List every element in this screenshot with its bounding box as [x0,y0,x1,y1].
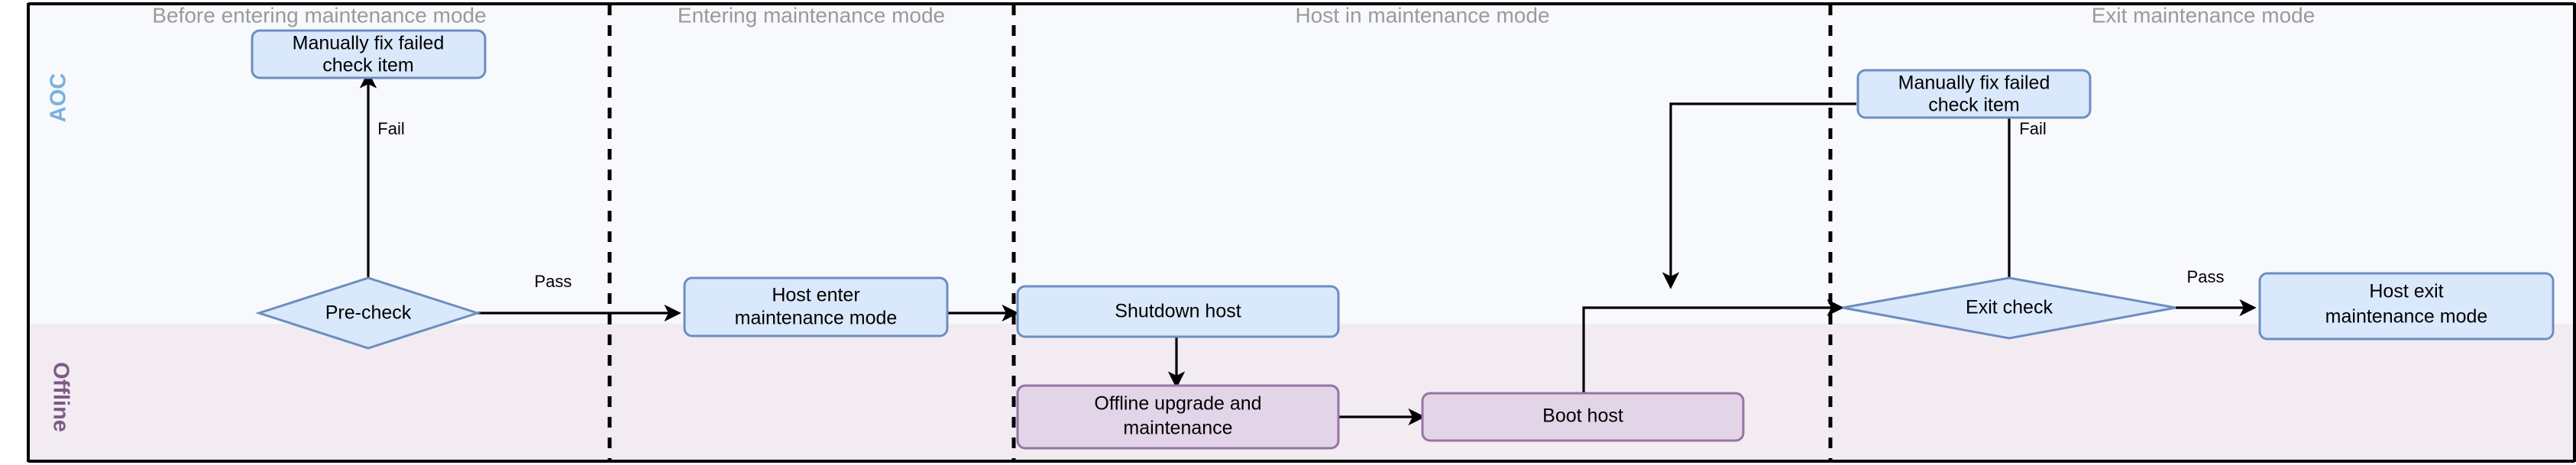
node-fix-precheck-label-line2: check item [322,55,413,76]
node-host-exit-label-line2: maintenance mode [2325,306,2488,328]
lane-title-aoc: AOC [47,73,71,123]
node-host-enter-shape[interactable] [683,276,949,337]
edge-label-precheck-pass: Pass [535,272,572,291]
node-fix-exitcheck-shape[interactable] [1856,69,2092,119]
node-host-enter-label-line2: maintenance mode [735,308,898,329]
phase-title-before: Before entering maintenance mode [152,3,486,27]
node-exit-check-shape[interactable] [1842,276,2176,340]
diagram-frame [27,2,2576,463]
node-fix-precheck-shape[interactable] [251,29,487,79]
node-boot-host-label: Boot host [1542,405,1623,427]
node-pre-check[interactable]: Pre-check [255,276,481,350]
node-fix-exitcheck-label-line2: check item [1928,95,2019,116]
node-boot-host[interactable]: Boot host [1421,392,1745,442]
node-fix-precheck[interactable]: Manually fix failed check item [251,29,487,79]
edge-label-exitcheck-pass: Pass [2187,267,2225,286]
node-fix-exitcheck-label-line1: Manually fix failed [1898,73,2050,94]
node-shutdown-host[interactable]: Shutdown host [1016,285,1340,338]
node-fix-precheck-label-line1: Manually fix failed [293,33,445,54]
node-host-exit[interactable]: Host exit maintenance mode [2258,272,2555,341]
node-pre-check-shape[interactable] [255,276,481,350]
node-pre-check-label: Pre-check [325,302,412,324]
node-host-exit-shape[interactable] [2258,272,2555,341]
phase-title-in: Host in maintenance mode [1295,3,1549,27]
edge-label-precheck-fail: Fail [377,119,404,138]
phase-title-exit: Exit maintenance mode [2092,3,2315,27]
node-offline-upgrade-shape[interactable] [1016,384,1340,450]
phase-titles: Before entering maintenance mode Enterin… [152,3,2315,27]
node-shutdown-host-label: Shutdown host [1115,301,1241,322]
edge-fix-back-to-exitcheck [1662,102,1856,289]
node-boot-host-shape[interactable] [1421,392,1745,442]
node-host-enter[interactable]: Host enter maintenance mode [683,276,949,337]
node-exit-check-label: Exit check [1966,297,2053,318]
node-shutdown-host-shape[interactable] [1016,285,1340,338]
phase-dividers [607,5,1833,460]
lane-title-offline: Offline [48,362,73,432]
phase-title-entering: Entering maintenance mode [678,3,945,27]
node-host-exit-label-line1: Host exit [2369,281,2443,302]
lane-titles: AOC Offline [47,73,73,432]
edge-boot-to-exitcheck [1582,299,1844,397]
node-fix-exitcheck[interactable]: Manually fix failed check item [1856,69,2092,119]
node-offline-upgrade[interactable]: Offline upgrade and maintenance [1016,384,1340,450]
node-host-enter-label-line1: Host enter [772,285,859,306]
node-exit-check[interactable]: Exit check [1842,276,2176,340]
node-offline-upgrade-label-line2: maintenance [1123,418,1232,439]
node-offline-upgrade-label-line1: Offline upgrade and [1094,393,1261,415]
edges: Fail Pass Fail Pass [359,70,2257,426]
edge-label-exitcheck-fail: Fail [2019,119,2046,138]
